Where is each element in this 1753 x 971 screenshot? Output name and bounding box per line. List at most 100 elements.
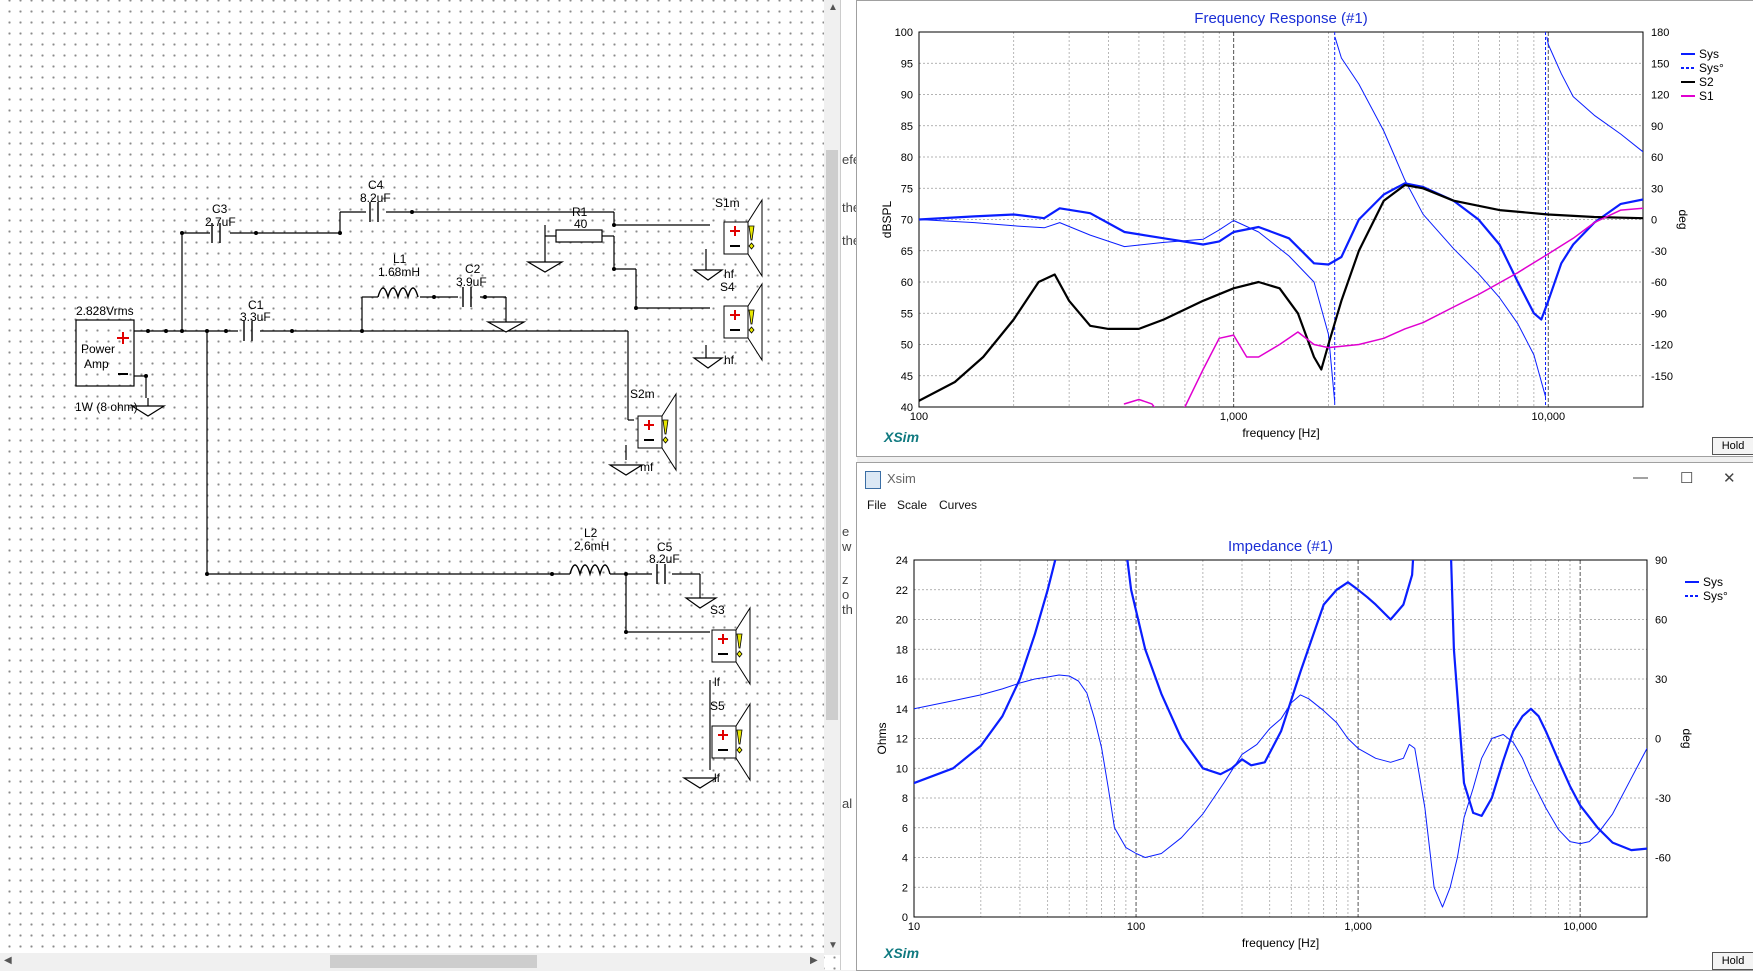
y-tick-label: 16 — [896, 674, 908, 686]
menu-file[interactable]: File — [867, 498, 887, 512]
bg-fragment: the — [842, 233, 861, 248]
x-tick-label: 1,000 — [1344, 921, 1372, 933]
x-tick-label: 1,000 — [1220, 411, 1248, 423]
c2-name: C2 — [465, 262, 481, 276]
speaker-s2m[interactable] — [637, 392, 677, 472]
y-tick-label: 22 — [896, 585, 908, 597]
maximize-icon[interactable]: ☐ — [1680, 470, 1694, 487]
y-tick-label: 65 — [901, 246, 913, 258]
y2-tick-label: 30 — [1655, 674, 1667, 686]
scroll-right-arrow-icon[interactable]: ▶ — [810, 955, 818, 966]
c5-value: 8.2uF — [649, 552, 680, 566]
hold-button[interactable]: Hold — [1712, 952, 1753, 970]
schematic-vertical-scrollbar[interactable]: ▲ ▼ — [824, 0, 840, 955]
title-bar[interactable]: Xsim — ☐ ✕ — [857, 463, 1753, 495]
y2-tick-label: 90 — [1655, 555, 1667, 567]
y-axis-label: dBSPL — [880, 200, 894, 238]
y2-tick-label: 180 — [1651, 27, 1669, 39]
l1-name: L1 — [393, 252, 407, 266]
y2-axis-label: deg — [1676, 209, 1690, 229]
y2-tick-label: -30 — [1651, 246, 1667, 258]
bg-fragment: z o — [842, 572, 850, 602]
c2-value: 3.9uF — [456, 275, 487, 289]
y2-tick-label: 60 — [1651, 152, 1663, 164]
close-icon[interactable]: ✕ — [1723, 470, 1736, 487]
s3-name: S3 — [710, 603, 725, 617]
background-window-strip: efe the the e w z o th al — [840, 0, 861, 970]
l1-value: 1.68mH — [378, 265, 420, 279]
series-line-sys — [914, 560, 1057, 785]
s2m-name: S2m — [630, 387, 655, 401]
c1-name: C1 — [248, 298, 264, 312]
legend-label: S2 — [1699, 75, 1714, 89]
s4-name: S4 — [720, 280, 735, 294]
series-line-sys — [919, 182, 1643, 321]
y-tick-label: 90 — [901, 90, 913, 102]
frequency-response-chart: 404550556065707580859095100-150-120-90-6… — [880, 10, 1724, 440]
s1m-tag: hf — [724, 267, 735, 281]
bg-fragment: the — [842, 200, 861, 215]
y2-tick-label: -90 — [1651, 308, 1667, 320]
y2-tick-label: 90 — [1651, 121, 1663, 133]
menu-scale[interactable]: Scale — [897, 498, 928, 512]
plot-grid — [913, 559, 1648, 918]
y-tick-label: 60 — [901, 277, 913, 289]
x-tick-label: 10,000 — [1531, 411, 1565, 423]
speaker-s3[interactable] — [711, 606, 751, 686]
schematic-canvas[interactable]: 2.828Vrms Power Amp 1W (8 ohm) C3 2.7uF … — [0, 0, 840, 970]
series-line-sys-phase — [919, 36, 1643, 403]
y-tick-label: 75 — [901, 183, 913, 195]
xsim-brand: XSim — [884, 429, 920, 445]
y2-tick-label: -150 — [1651, 371, 1673, 383]
vertical-scroll-thumb[interactable] — [826, 150, 838, 720]
l2-value: 2.6mH — [574, 539, 609, 553]
x-axis-label: frequency [Hz] — [1242, 936, 1319, 950]
c5-name: C5 — [657, 540, 673, 554]
y-tick-label: 8 — [902, 793, 908, 805]
r1-value: 40 — [574, 217, 588, 231]
horizontal-scroll-thumb[interactable] — [330, 955, 537, 968]
y2-tick-label: -30 — [1655, 793, 1671, 805]
y-tick-label: 24 — [896, 555, 908, 567]
series-line-s2 — [919, 184, 1643, 402]
y2-tick-label: 120 — [1651, 90, 1669, 102]
y2-tick-label: -60 — [1655, 853, 1671, 865]
window-title: Xsim — [887, 471, 916, 486]
c4-value: 8.2uF — [360, 191, 391, 205]
y-axis-label: Ohms — [875, 722, 889, 754]
y2-axis-label: deg — [1680, 728, 1694, 748]
y-tick-label: 20 — [896, 615, 908, 627]
scroll-left-arrow-icon[interactable]: ◀ — [4, 955, 12, 966]
amp-label-1: Power — [81, 342, 115, 356]
y2-tick-label: 0 — [1655, 734, 1661, 746]
s5-name: S5 — [710, 699, 725, 713]
amp-label-2: Amp — [84, 357, 109, 371]
y-tick-label: 95 — [901, 58, 913, 70]
schematic-horizontal-scrollbar[interactable]: ◀ ▶ — [0, 953, 824, 970]
y-tick-label: 45 — [901, 371, 913, 383]
speaker-s4[interactable] — [723, 282, 763, 362]
x-axis-label: frequency [Hz] — [1242, 426, 1319, 440]
s5-tag: lf — [714, 771, 721, 785]
legend-label: Sys° — [1699, 61, 1724, 75]
minimize-icon[interactable]: — — [1633, 469, 1648, 486]
y-tick-label: 40 — [901, 402, 913, 414]
y-tick-label: 18 — [896, 644, 908, 656]
x-tick-label: 100 — [910, 411, 928, 423]
speaker-s5[interactable] — [711, 702, 751, 782]
chart-title: Frequency Response (#1) — [1194, 10, 1367, 27]
x-tick-label: 10 — [908, 921, 920, 933]
scroll-down-arrow-icon[interactable]: ▼ — [828, 940, 838, 951]
s4-tag: hf — [724, 353, 735, 367]
scroll-up-arrow-icon[interactable]: ▲ — [828, 2, 838, 13]
series-line-sys-phase — [914, 674, 1647, 908]
x-tick-label: 100 — [1127, 921, 1145, 933]
y-tick-label: 10 — [896, 763, 908, 775]
y-tick-label: 12 — [896, 734, 908, 746]
hold-button[interactable]: Hold — [1712, 437, 1753, 455]
menu-curves[interactable]: Curves — [939, 498, 978, 512]
speaker-s1m[interactable] — [723, 198, 763, 278]
y-tick-label: 50 — [901, 340, 913, 352]
